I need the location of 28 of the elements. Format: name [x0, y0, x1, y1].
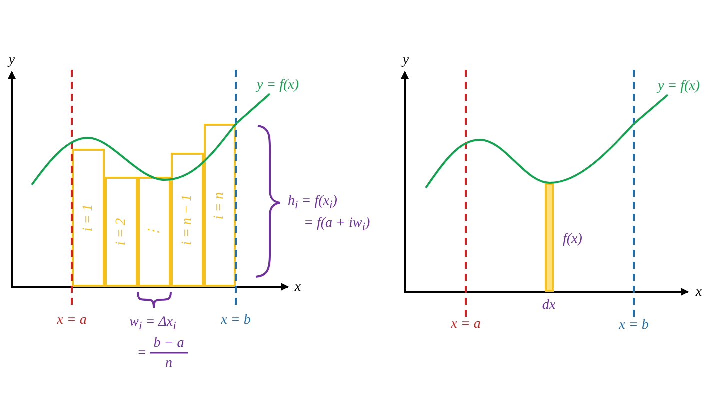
math-label: =	[137, 347, 147, 361]
axis-label: x	[696, 286, 702, 300]
math-label: x = b	[221, 314, 251, 328]
math-label: = f(a + iw$_{i}$)	[304, 216, 370, 234]
bar-label: ⋮	[148, 225, 162, 239]
rectangle-bar	[105, 177, 138, 287]
strip-bar	[545, 183, 554, 292]
math-label: dx	[542, 299, 556, 313]
math-label: x = a	[57, 314, 87, 328]
bar-label: i = n − 1	[180, 194, 194, 246]
math-label: b − a	[154, 337, 184, 351]
rectangle-bar	[171, 153, 204, 287]
axis-label: x	[294, 281, 302, 295]
axis-label: y	[402, 54, 410, 68]
math-label: y = f(x)	[256, 79, 300, 93]
rectangle-bar	[72, 149, 105, 287]
bar-label: i = 1	[82, 204, 96, 232]
math-label: x = b	[619, 319, 649, 333]
math-label: w$_{i}$ = Δx$_{i}$	[130, 316, 176, 332]
bar-label: i = n	[213, 192, 227, 220]
math-label: n	[166, 357, 172, 371]
math-label: x = a	[451, 318, 481, 332]
math-label: y = f(x)	[658, 80, 700, 94]
bar-label: i = 2	[114, 218, 128, 246]
rectangle-bar	[204, 124, 236, 287]
rectangle-bar	[138, 177, 171, 287]
math-label: h$_{i}$ = f(x$_{i}$)	[288, 194, 338, 212]
axis-label: y	[8, 54, 16, 68]
